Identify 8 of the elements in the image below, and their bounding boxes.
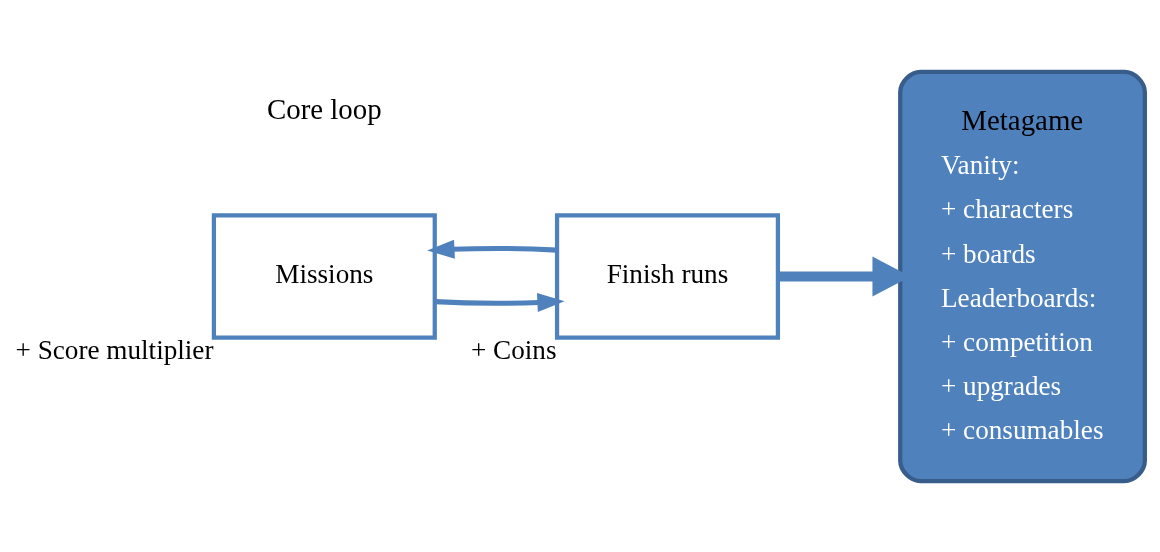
node-label: + Score multiplier bbox=[15, 334, 214, 365]
node-box: Metagame Vanity: + characters + boards Leaderboards: + competition + upgrades + consumables bbox=[898, 69, 1147, 483]
node-label: + Coins bbox=[470, 334, 557, 365]
arrow bbox=[427, 239, 558, 259]
label: Core loop bbox=[267, 92, 382, 125]
node-box: Missions bbox=[211, 212, 437, 340]
arrow bbox=[434, 292, 565, 312]
node-box: Finish runs bbox=[554, 212, 781, 340]
